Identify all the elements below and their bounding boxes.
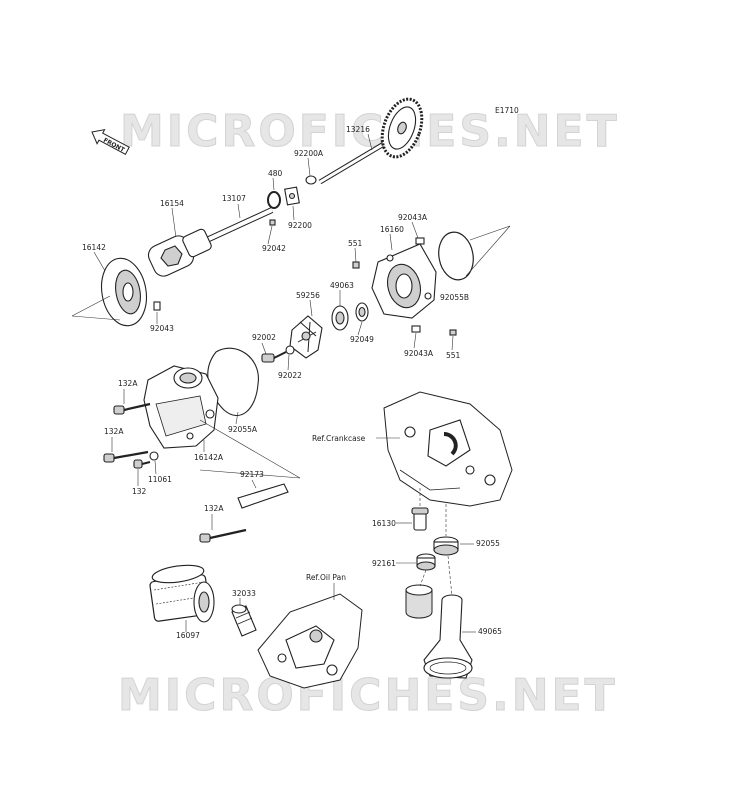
label-551-top: 551 [348,239,363,248]
oil-pan-reference[interactable] [257,593,363,689]
label-92043A-top: 92043A [398,213,428,222]
part-92042-pin[interactable] [269,219,276,226]
label-92055A: 92055A [228,425,258,434]
part-551-bottom[interactable] [449,329,457,336]
label-16097: 16097 [176,631,200,640]
label-13107: 13107 [222,194,246,203]
label-16142: 16142 [82,243,106,252]
part-16154-inner-rotor[interactable] [145,228,212,279]
part-92055B-oring[interactable] [435,229,477,282]
part-32033-pipe[interactable] [231,604,257,637]
part-480-oring[interactable] [267,191,281,209]
part-92043-pin[interactable] [153,301,161,311]
label-480: 480 [268,169,283,178]
part-13216-shaft-gear[interactable] [318,94,429,185]
label-49063: 49063 [330,281,354,290]
part-551-top[interactable] [352,261,360,269]
label-16160: 16160 [380,225,404,234]
label-92049: 92049 [350,335,374,344]
part-132A-bolt-1[interactable] [113,402,151,415]
label-551-bottom: 551 [446,351,461,360]
label-92200: 92200 [288,221,312,230]
label-92173: 92173 [240,470,264,479]
watermark-bottom: MICROFICHES.NET [118,670,618,721]
part-16142-pump-body[interactable] [96,255,151,330]
label-92043A-bottom: 92043A [404,349,434,358]
part-92049-seal[interactable] [355,302,369,322]
part-11061-gasket[interactable] [149,451,159,461]
label-92055B: 92055B [440,293,469,302]
part-92161-collar[interactable] [416,553,436,571]
part-92043A-bottom-pin[interactable] [411,325,421,333]
part-132A-bolt-2[interactable] [103,450,149,463]
part-92043A-top-pin[interactable] [415,237,425,245]
part-16130-fitting[interactable] [411,507,429,531]
label-132: 132 [132,487,147,496]
part-132A-bolt-3[interactable] [199,528,247,543]
ref-crankcase: Ref.Crankcase [312,434,366,443]
label-92043: 92043 [150,324,174,333]
label-132A-3: 132A [204,504,224,513]
part-92022-washer[interactable] [285,345,295,355]
ref-oil-pan: Ref.Oil Pan [306,573,346,582]
watermark-top: MICROFICHES.NET [120,106,620,157]
label-49065: 49065 [478,627,502,636]
part-92002-bolt[interactable] [261,351,287,363]
label-16142A: 16142A [194,453,224,462]
part-13107-shaft[interactable] [196,207,274,247]
label-32033: 32033 [232,589,256,598]
label-16154: 16154 [160,199,184,208]
label-92002: 92002 [252,333,276,342]
part-16142A-housing[interactable] [143,365,219,449]
label-13216: 13216 [346,125,370,134]
label-92055: 92055 [476,539,500,548]
label-16130: 16130 [372,519,396,528]
crankcase-reference[interactable] [383,391,513,507]
label-59256: 59256 [296,291,320,300]
part-59256-impeller[interactable] [289,315,323,359]
diagram-code: E1710 [495,106,519,115]
part-92173-bracket[interactable] [237,483,289,509]
label-11061: 11061 [148,475,172,484]
part-49063-seal[interactable] [331,305,349,331]
label-92200A: 92200A [294,149,324,158]
label-92042: 92042 [262,244,286,253]
part-16160-pump-cover[interactable] [371,243,437,319]
label-92022: 92022 [278,371,302,380]
part-132-bolt[interactable] [133,459,151,469]
label-132A-2: 132A [104,427,124,436]
part-49065-strainer[interactable] [405,584,473,679]
part-16097-oil-filter[interactable] [149,562,215,623]
label-92161: 92161 [372,559,396,568]
label-132A-1: 132A [118,379,138,388]
part-92200A-washer[interactable] [305,175,317,185]
